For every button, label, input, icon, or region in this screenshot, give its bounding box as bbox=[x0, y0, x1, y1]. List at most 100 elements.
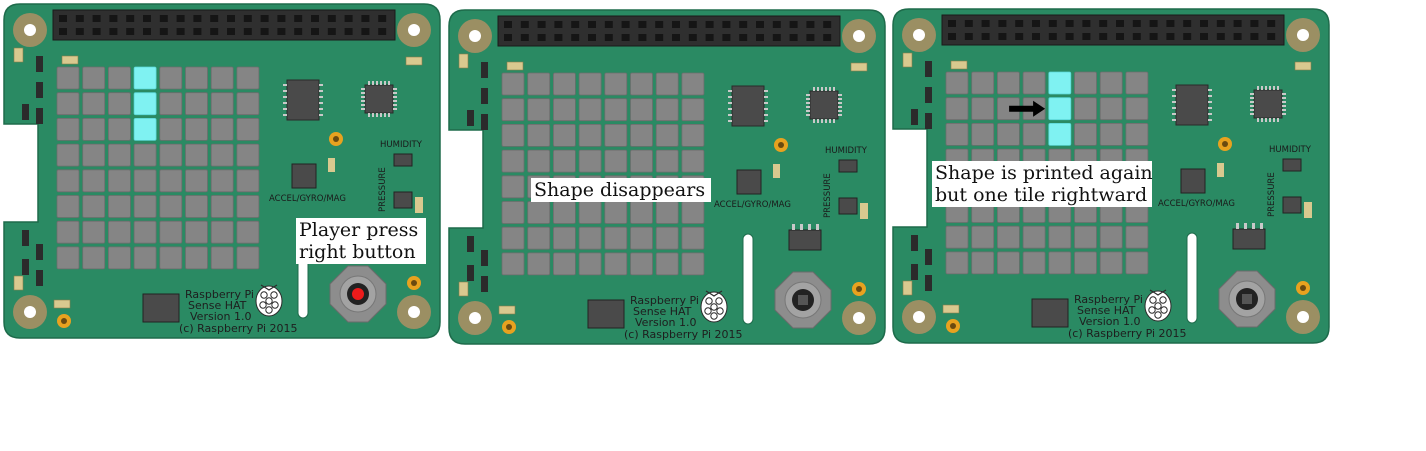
brand-line-1: Raspberry Pi bbox=[1074, 293, 1143, 306]
logo-berry bbox=[259, 301, 267, 309]
chip-pin bbox=[1252, 223, 1255, 229]
chip-pin bbox=[368, 81, 370, 85]
chip-pin bbox=[1250, 113, 1254, 115]
led-pixel-off bbox=[527, 201, 551, 224]
smd-chip bbox=[925, 61, 932, 77]
chip-pin bbox=[764, 102, 768, 104]
led-pixel-off bbox=[945, 97, 969, 121]
led-pixel-on bbox=[1048, 71, 1072, 95]
gpio-pin bbox=[210, 28, 219, 35]
led-pixel-on bbox=[133, 118, 157, 141]
led-pixel-off bbox=[159, 66, 183, 90]
microcontroller-chip bbox=[1175, 84, 1209, 126]
accel-gyro-mag-chip bbox=[291, 163, 317, 189]
led-pixel-off bbox=[578, 252, 602, 276]
gpio-pin bbox=[159, 15, 168, 22]
led-pixel-off bbox=[604, 252, 628, 276]
logo-berry bbox=[1159, 296, 1167, 304]
chip-pin bbox=[1172, 113, 1176, 115]
gpio-pin bbox=[789, 34, 798, 41]
chip-pin bbox=[838, 114, 842, 116]
chip-pin bbox=[728, 96, 732, 98]
mounting-hole-center bbox=[469, 312, 481, 324]
joystick-pressed-indicator bbox=[352, 288, 364, 300]
gpio-pin bbox=[705, 21, 714, 28]
led-pixel-off bbox=[210, 118, 234, 141]
gpio-pin bbox=[1065, 20, 1074, 27]
chip-pin bbox=[319, 84, 323, 86]
led-pixel-off bbox=[655, 124, 679, 147]
gpio-pin bbox=[789, 21, 798, 28]
smd-component bbox=[458, 53, 469, 69]
chip-pin bbox=[1269, 118, 1271, 122]
led-pixel-off bbox=[553, 124, 576, 147]
chip-pin bbox=[728, 114, 732, 116]
chip-pin bbox=[833, 119, 835, 123]
led-pixel-off bbox=[1022, 225, 1046, 249]
chip-pin bbox=[764, 120, 768, 122]
sense-hat-board: HUMIDITYPRESSUREACCEL/GYRO/MAGRaspberry … bbox=[448, 9, 886, 345]
logo-berry bbox=[271, 301, 279, 309]
gpio-pin bbox=[823, 34, 832, 41]
led-pixel-off bbox=[159, 118, 183, 141]
gpio-pin bbox=[126, 28, 135, 35]
gpio-pin bbox=[756, 21, 764, 28]
logo-berry bbox=[1154, 311, 1162, 319]
chip-pin bbox=[319, 90, 323, 92]
smd-chip bbox=[36, 270, 43, 286]
microcontroller-chip bbox=[286, 79, 320, 121]
led-pixel-off bbox=[185, 66, 208, 90]
mounting-hole-center bbox=[24, 24, 36, 36]
gpio-pin bbox=[1267, 20, 1276, 27]
led-pixel-off bbox=[578, 226, 602, 250]
humidity-label: HUMIDITY bbox=[380, 140, 423, 150]
led-pixel-off bbox=[210, 169, 234, 193]
gpio-pin bbox=[344, 28, 353, 35]
led-pixel-off bbox=[604, 201, 628, 224]
chip-pin bbox=[800, 224, 803, 230]
mounting-hole-center bbox=[408, 24, 420, 36]
chip-pin bbox=[393, 100, 397, 102]
led-pixel-off bbox=[997, 123, 1020, 146]
chip-pin bbox=[361, 100, 365, 102]
chip-pin bbox=[1208, 119, 1212, 121]
gpio-pin bbox=[638, 34, 647, 41]
gpio-pin bbox=[1082, 33, 1091, 40]
led-pixel-off bbox=[553, 149, 576, 173]
chip-pin bbox=[283, 102, 287, 104]
smd-chip bbox=[925, 249, 932, 265]
gpio-pin bbox=[520, 21, 529, 28]
chip-pin bbox=[829, 87, 831, 91]
pressure-label: PRESSURE bbox=[1267, 172, 1277, 217]
gpio-pin bbox=[378, 15, 387, 22]
smd-component bbox=[13, 47, 24, 63]
logo-berry bbox=[265, 297, 273, 305]
chip-pin bbox=[368, 113, 370, 117]
chip-pin bbox=[764, 114, 768, 116]
humidity-sensor bbox=[393, 153, 413, 167]
chip-pin bbox=[829, 119, 831, 123]
led-pixel-off bbox=[108, 169, 131, 193]
logo-leaves bbox=[1149, 289, 1167, 296]
chip-pin bbox=[1172, 107, 1176, 109]
gpio-pin bbox=[1166, 20, 1175, 27]
led-pixel-off bbox=[501, 226, 525, 250]
chip-pin bbox=[1277, 86, 1279, 90]
gpio-pin bbox=[604, 21, 613, 28]
chip-pin bbox=[1244, 223, 1247, 229]
led-pixel-off bbox=[971, 251, 995, 275]
chip-pin bbox=[361, 96, 365, 98]
pressure-label: PRESSURE bbox=[823, 173, 833, 218]
led-pixel-off bbox=[681, 201, 705, 224]
gpio-pin bbox=[1200, 20, 1208, 27]
chip-pin bbox=[1257, 118, 1259, 122]
accel-gyro-mag-label: ACCEL/GYRO/MAG bbox=[269, 194, 346, 204]
logo-berry bbox=[1149, 296, 1157, 304]
led-pixel-off bbox=[185, 92, 208, 116]
chip-pin bbox=[764, 96, 768, 98]
led-pixel-off bbox=[527, 72, 551, 96]
led-pixel-off bbox=[630, 149, 653, 173]
led-pixel-off bbox=[236, 195, 260, 218]
led-pixel-off bbox=[997, 71, 1020, 95]
